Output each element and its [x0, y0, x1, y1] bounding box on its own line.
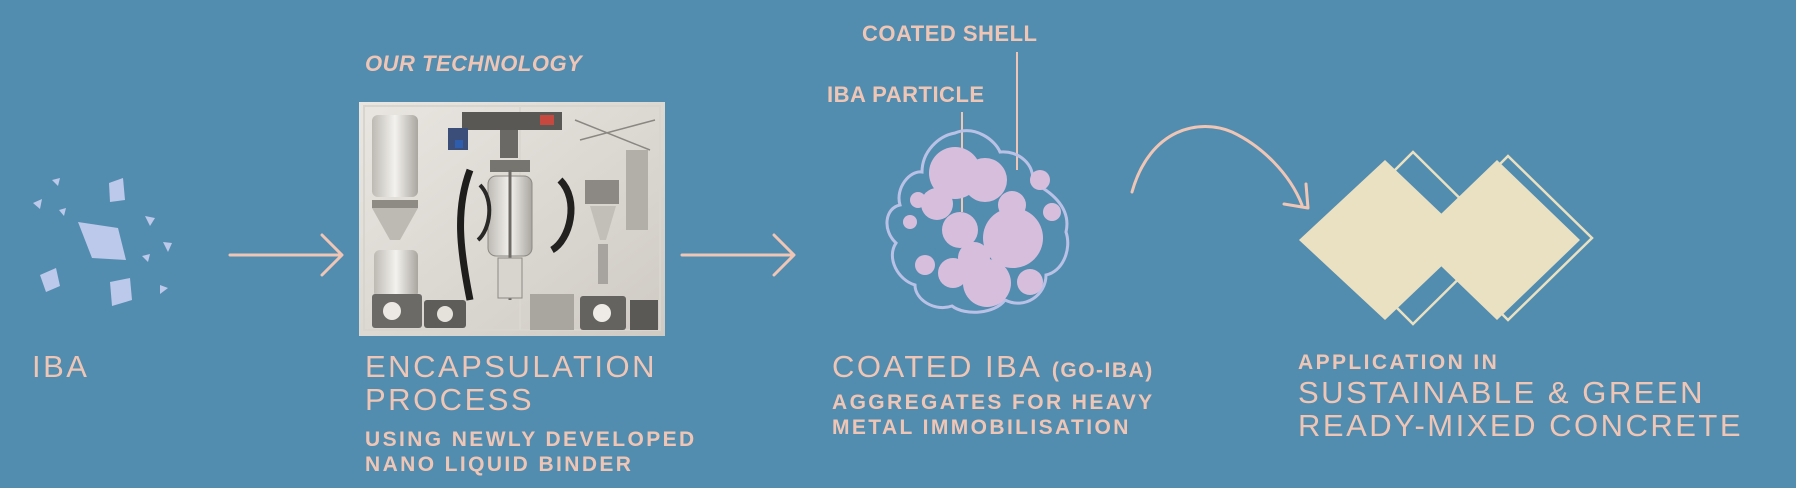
callout-coated-shell: COATED SHELL [862, 21, 1038, 46]
encapsulation-sub-line1: USING NEWLY DEVELOPED [365, 428, 697, 451]
application-title-line1: SUSTAINABLE & GREEN [1298, 375, 1705, 410]
callout-iba-particle: IBA PARTICLE [827, 82, 985, 107]
coated-sub-line2: METAL IMMOBILISATION [832, 416, 1131, 439]
encapsulation-title-line1: ENCAPSULATION [365, 349, 658, 384]
application-title-line2: READY-MIXED CONCRETE [1298, 408, 1744, 443]
encapsulation-title-line2: PROCESS [365, 382, 535, 417]
application-kicker: APPLICATION IN [1298, 351, 1500, 374]
coated-title-abbrev: (GO-IBA) [1051, 359, 1154, 382]
encapsulation-sub-line2: NANO LIQUID BINDER [365, 453, 634, 476]
iba-label: IBA [32, 349, 90, 384]
coated-title: COATED IBA (GO-IBA) [832, 350, 1154, 388]
coated-title-main: COATED IBA [832, 349, 1041, 384]
technology-kicker: OUR TECHNOLOGY [365, 51, 583, 76]
coated-sub-line1: AGGREGATES FOR HEAVY [832, 391, 1155, 414]
